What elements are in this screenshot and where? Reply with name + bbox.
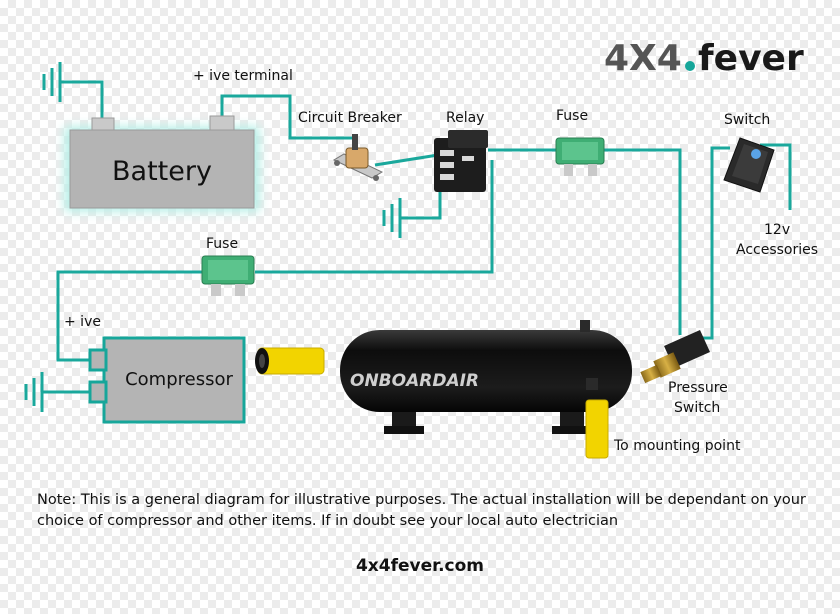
disclaimer-note: Note: This is a general diagram for illu… xyxy=(37,492,806,529)
wire-battery-ground xyxy=(60,80,104,122)
wire-breaker-relay xyxy=(374,153,439,167)
positive-label: + ive xyxy=(64,314,101,330)
wire-relay-left-fuse xyxy=(255,160,494,274)
battery-label: Battery xyxy=(112,156,212,187)
wire-fuse-compressor xyxy=(56,270,205,362)
circuit-breaker-label: Circuit Breaker xyxy=(298,110,402,126)
rocker-switch xyxy=(723,137,775,193)
circuit-breaker xyxy=(332,134,384,181)
logo-fever: fever xyxy=(698,38,804,79)
ground-icon xyxy=(382,198,402,238)
wire-fuse-pressure xyxy=(600,148,682,335)
switch-sub-label: Switch xyxy=(674,400,720,416)
air-hose xyxy=(255,347,325,375)
logo-4x4: 4X4 xyxy=(604,38,682,79)
battery-positive-terminal xyxy=(209,115,235,131)
pressure-switch xyxy=(640,330,710,384)
fuse-top-label: Fuse xyxy=(556,108,588,124)
fuse-left xyxy=(201,255,255,296)
pressure-label: Pressure xyxy=(668,380,728,396)
accessories-label: Accessories xyxy=(736,242,818,258)
compressor-label: Compressor xyxy=(125,369,233,390)
compressor-positive-terminal xyxy=(88,348,108,372)
accessories-voltage-label: 12v xyxy=(764,222,790,238)
tank-brand-label: ONBOARDAIR xyxy=(350,371,479,391)
website-url: 4x4fever.com xyxy=(355,556,485,576)
battery-negative-terminal xyxy=(91,117,115,131)
compressor: Compressor xyxy=(88,336,246,424)
fuse-top xyxy=(555,137,605,176)
air-tank: ONBOARDAIR xyxy=(340,320,632,434)
ground-icon xyxy=(42,62,62,102)
wires xyxy=(42,80,792,394)
mounting-point-label: To mounting point xyxy=(613,438,741,454)
brand-logo: 4X4 fever xyxy=(604,38,804,79)
relay xyxy=(434,130,488,192)
relay-label: Relay xyxy=(446,110,484,126)
ground-icon xyxy=(24,372,44,412)
fuse-left-label: Fuse xyxy=(206,236,238,252)
wire-relay-ground xyxy=(400,190,442,220)
wire-switch-accessories xyxy=(760,143,792,210)
wire-pressure-switch xyxy=(700,146,730,340)
compressor-negative-terminal xyxy=(88,380,108,404)
battery: Battery xyxy=(64,115,260,212)
switch-indicator-icon xyxy=(751,149,761,159)
mounting-hose xyxy=(585,399,609,459)
switch-label: Switch xyxy=(724,112,770,128)
positive-terminal-label: + ive terminal xyxy=(193,68,293,84)
logo-dot-icon xyxy=(685,61,695,71)
